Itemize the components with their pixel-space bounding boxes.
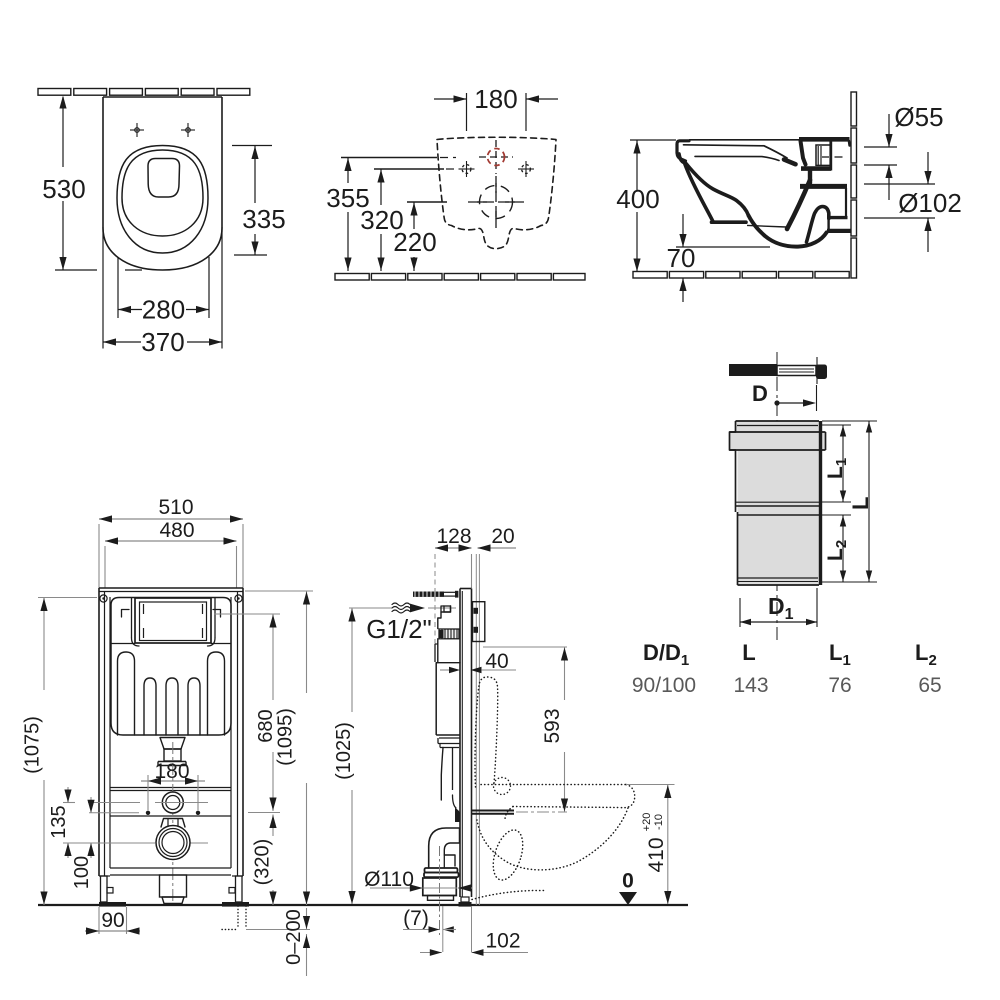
svg-text:(1025): (1025) <box>333 722 355 780</box>
svg-text:D: D <box>752 381 768 406</box>
svg-text:65: 65 <box>918 674 941 697</box>
svg-text:70: 70 <box>667 243 696 273</box>
svg-text:G1/2": G1/2" <box>366 614 432 644</box>
svg-text:680: 680 <box>255 709 277 742</box>
svg-text:355: 355 <box>326 183 369 213</box>
svg-text:135: 135 <box>48 805 70 838</box>
svg-text:180: 180 <box>154 760 189 783</box>
svg-text:+20: +20 <box>641 813 653 832</box>
svg-text:220: 220 <box>393 227 436 257</box>
svg-text:100: 100 <box>71 856 93 889</box>
svg-text:90: 90 <box>101 909 124 932</box>
svg-text:-10: -10 <box>653 814 665 830</box>
svg-text:410: 410 <box>645 837 668 872</box>
svg-text:Ø102: Ø102 <box>898 188 962 218</box>
svg-text:0–200: 0–200 <box>283 909 305 965</box>
svg-text:90/100: 90/100 <box>632 674 696 697</box>
svg-text:335: 335 <box>242 204 285 234</box>
svg-text:510: 510 <box>158 496 193 519</box>
svg-text:(7): (7) <box>403 907 429 930</box>
svg-text:L: L <box>848 497 873 510</box>
svg-text:Ø55: Ø55 <box>894 102 943 132</box>
svg-text:180: 180 <box>474 84 517 114</box>
svg-text:(1075): (1075) <box>22 716 44 774</box>
svg-text:400: 400 <box>616 184 659 214</box>
svg-text:(1095): (1095) <box>275 708 297 766</box>
svg-text:20: 20 <box>491 525 514 548</box>
svg-text:(320): (320) <box>252 839 274 886</box>
svg-text:Ø110: Ø110 <box>364 868 414 891</box>
svg-text:370: 370 <box>141 327 184 357</box>
svg-text:40: 40 <box>485 650 508 673</box>
svg-text:L: L <box>742 640 755 665</box>
svg-text:128: 128 <box>436 525 471 548</box>
svg-text:280: 280 <box>142 295 185 325</box>
svg-text:76: 76 <box>828 674 851 697</box>
svg-text:0: 0 <box>622 870 634 893</box>
svg-text:102: 102 <box>485 930 520 953</box>
svg-text:593: 593 <box>541 708 564 743</box>
svg-text:480: 480 <box>159 519 194 542</box>
svg-text:530: 530 <box>42 174 85 204</box>
svg-text:143: 143 <box>733 674 768 697</box>
svg-text:320: 320 <box>360 205 403 235</box>
